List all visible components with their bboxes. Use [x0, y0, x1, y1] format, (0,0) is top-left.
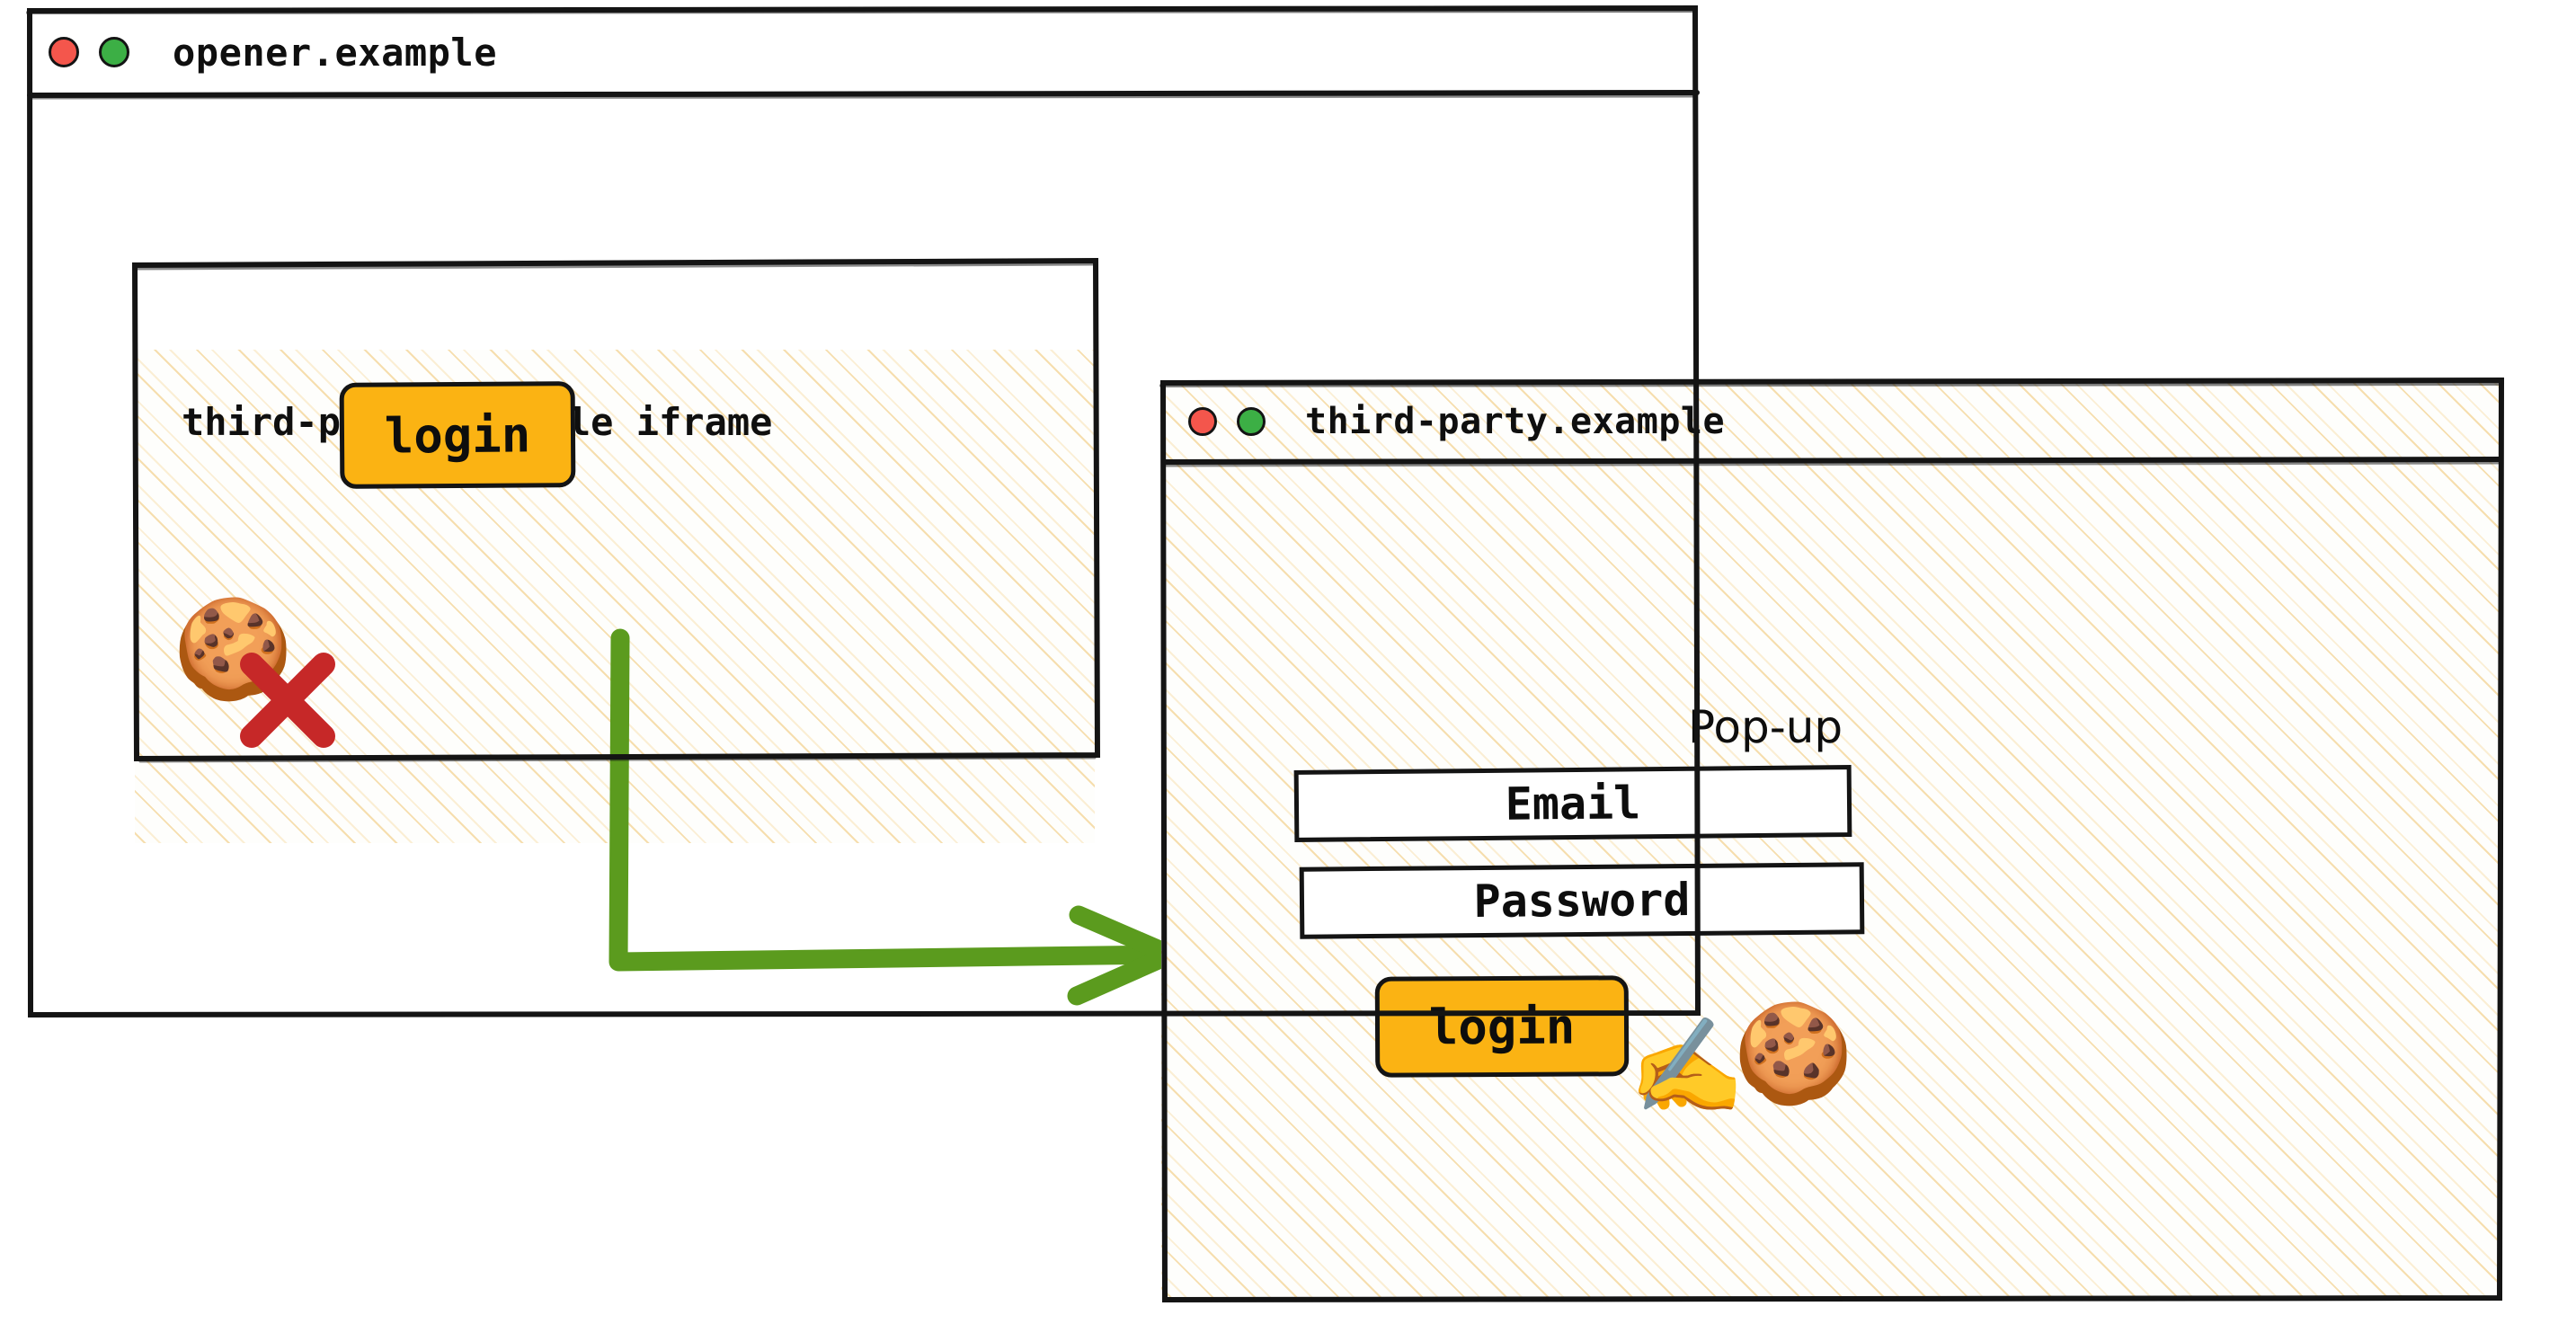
popup-browser-window: third-party.example Email Password login…: [1161, 381, 2500, 1298]
popup-titlebar: third-party.example: [1161, 381, 2500, 462]
third-party-iframe: third-party.example iframe 🍪 login: [135, 350, 1095, 843]
blocked-cross-icon: [240, 653, 335, 748]
popup-annotation-label: Pop-up: [1688, 701, 1843, 753]
iframe-login-button[interactable]: login: [339, 381, 576, 489]
opener-titlebar: opener.example: [29, 9, 1699, 95]
maximize-dot[interactable]: [1237, 407, 1266, 436]
popup-window-body: Email Password login Pop-up ✍️ 🍪: [1161, 462, 2500, 1298]
popup-window-title: third-party.example: [1305, 401, 1726, 442]
cookie-icon: 🍪: [1733, 998, 1854, 1110]
opener-window-title: opener.example: [173, 30, 498, 75]
email-field[interactable]: Email: [1293, 765, 1852, 842]
close-dot[interactable]: [49, 37, 79, 67]
popup-login-button[interactable]: login: [1374, 975, 1630, 1078]
close-dot[interactable]: [1188, 407, 1217, 436]
writing-hand-icon: ✍️: [1629, 1011, 1745, 1121]
password-field[interactable]: Password: [1299, 862, 1865, 939]
maximize-dot[interactable]: [99, 37, 129, 67]
